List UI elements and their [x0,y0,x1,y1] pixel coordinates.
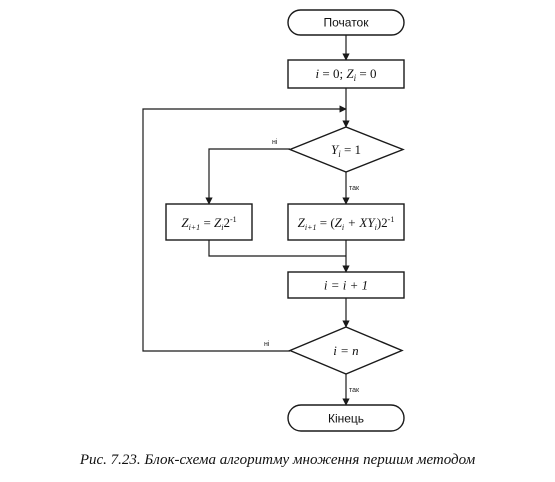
shift-formula: Zi+1 = Zi2-1 [181,215,236,232]
end-label: Кінець [328,412,364,426]
increment-process: i = i + 1 [287,271,405,299]
increment-formula: i = i + 1 [324,278,368,293]
start-label: Початок [324,16,370,30]
process-add-and-shift: Zi+1 = (Zi + XYi)2-1 [287,203,405,241]
init-formula: i = 0; Zi = 0 [316,66,377,83]
decision-n-formula: i = n [333,343,358,358]
decision-y-equals-one: Yi = 1 [288,126,405,173]
edge-decision-no [205,148,290,205]
process-shift-only: Zi+1 = Zi2-1 [165,203,253,241]
decision-i-equals-n: i = n [288,326,404,375]
figure-caption: Рис. 7.23. Блок-схема алгоритму множення… [79,452,476,468]
start-terminal: Початок [287,9,405,36]
end-terminal: Кінець [287,404,405,432]
edge-label-no-top: ні [272,138,278,146]
edge-label-yes-top: так [349,185,360,192]
connectors [142,35,350,406]
edge-loop-back [142,105,347,352]
init-process: i = 0; Zi = 0 [287,59,405,89]
decision-y-formula: Yi = 1 [331,142,361,159]
add-shift-formula: Zi+1 = (Zi + XYi)2-1 [298,215,395,232]
edge-label-no-bottom: ні [264,340,270,348]
edge-label-yes-bottom: так [349,387,360,394]
edge-left-merge [208,240,346,257]
